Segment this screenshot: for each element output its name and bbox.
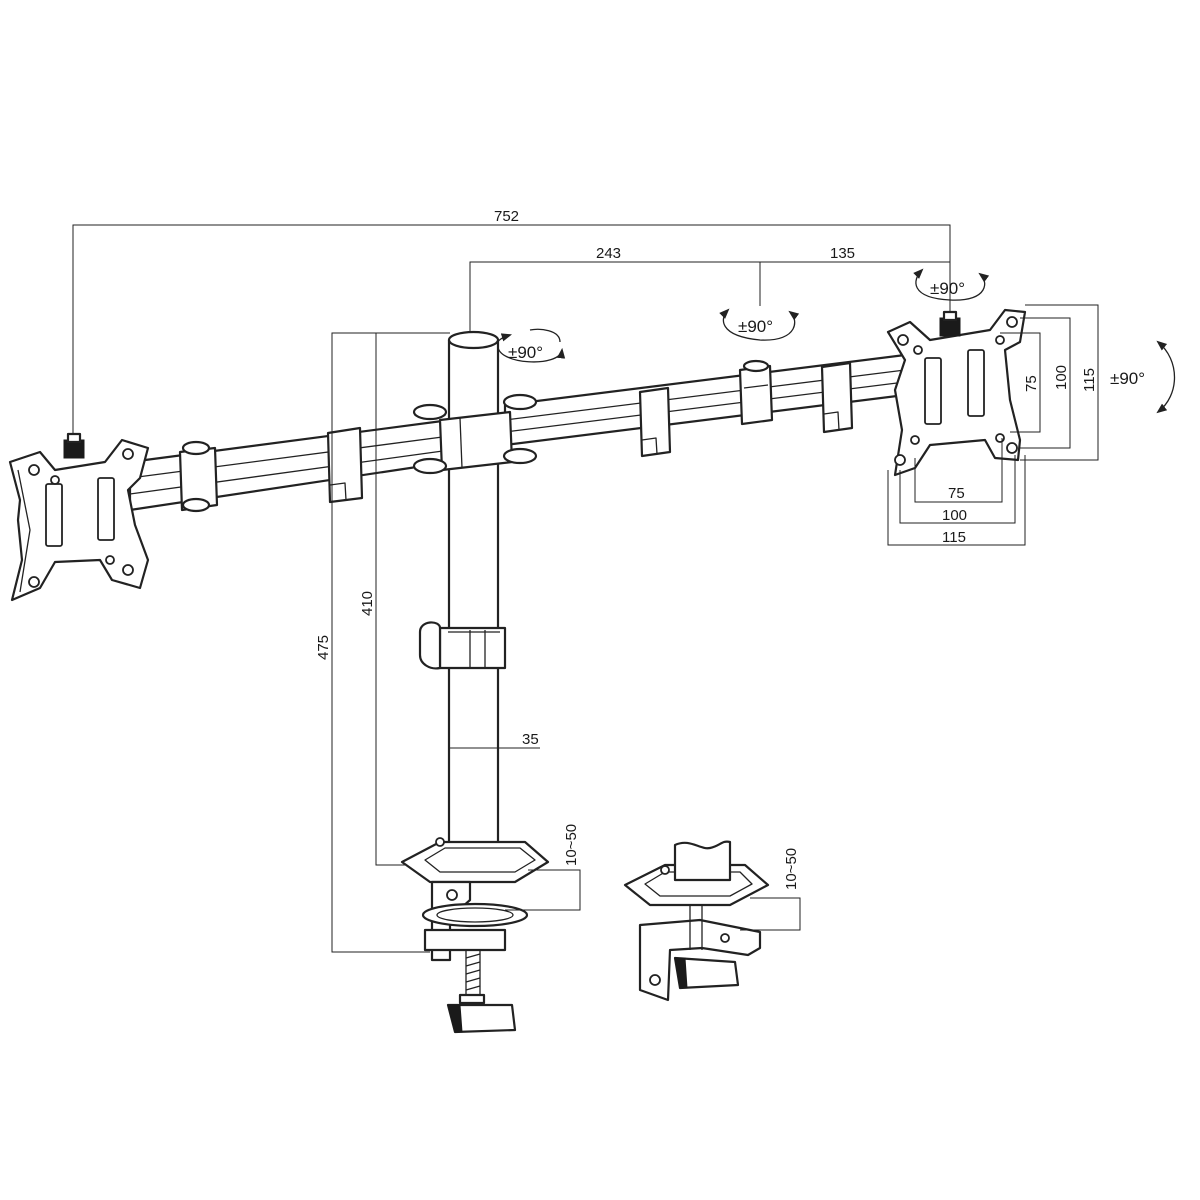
clamp-dimension-lines-2 — [740, 897, 801, 931]
arm-swivel-symbol — [719, 308, 800, 341]
clamp-dimension-lines-1 — [505, 869, 581, 911]
tilt-symbol — [1156, 340, 1176, 414]
height-dimension-lines — [331, 332, 540, 953]
rot-pole-swivel: ±90° — [508, 343, 543, 362]
dim-clamp-range-1: 10~50 — [563, 824, 580, 866]
rot-tilt: ±90° — [1110, 369, 1145, 388]
alternate-clamp — [623, 840, 770, 1002]
head-swivel-symbol — [913, 268, 990, 301]
main-desk-clamp — [400, 837, 550, 1034]
dim-clamp-range-2: 10~50 — [783, 848, 800, 890]
cable-clip — [326, 426, 364, 504]
cable-clip — [820, 361, 854, 434]
rot-arm-swivel: ±90° — [738, 317, 773, 336]
dim-pole-height: 475 — [315, 635, 332, 660]
dim-vesa-small-h: 75 — [1023, 375, 1040, 392]
dim-total-width: 752 — [494, 208, 519, 225]
tilt-knob-right — [939, 310, 961, 337]
left-elbow-joint — [178, 440, 219, 513]
tilt-knob-left — [63, 432, 85, 459]
cable-clip — [638, 386, 672, 458]
right-vesa-plate — [886, 308, 1027, 477]
left-vesa-plate — [8, 432, 150, 602]
rot-head-swivel: ±90° — [930, 279, 965, 298]
clamp-screw — [446, 950, 517, 1034]
dim-vesa-mid-w: 100 — [942, 507, 967, 524]
vesa-dimension-lines — [887, 304, 1099, 546]
dim-pole-diameter: 35 — [522, 731, 539, 748]
dim-vesa-large-h: 115 — [1081, 368, 1098, 392]
dim-arm-segment: 243 — [596, 245, 621, 262]
clamp-screw — [673, 905, 740, 990]
dim-arm-height: 410 — [359, 591, 376, 616]
pole-swivel-symbol — [496, 328, 563, 363]
dim-vesa-mid-h: 100 — [1053, 365, 1070, 390]
height-collar — [418, 621, 507, 670]
dim-vesa-large-w: 115 — [942, 529, 966, 546]
cross-arm — [128, 353, 907, 513]
arm-pivot — [738, 359, 774, 426]
dim-vesa-small-w: 75 — [948, 485, 965, 502]
dim-arm-extension: 135 — [830, 245, 855, 262]
